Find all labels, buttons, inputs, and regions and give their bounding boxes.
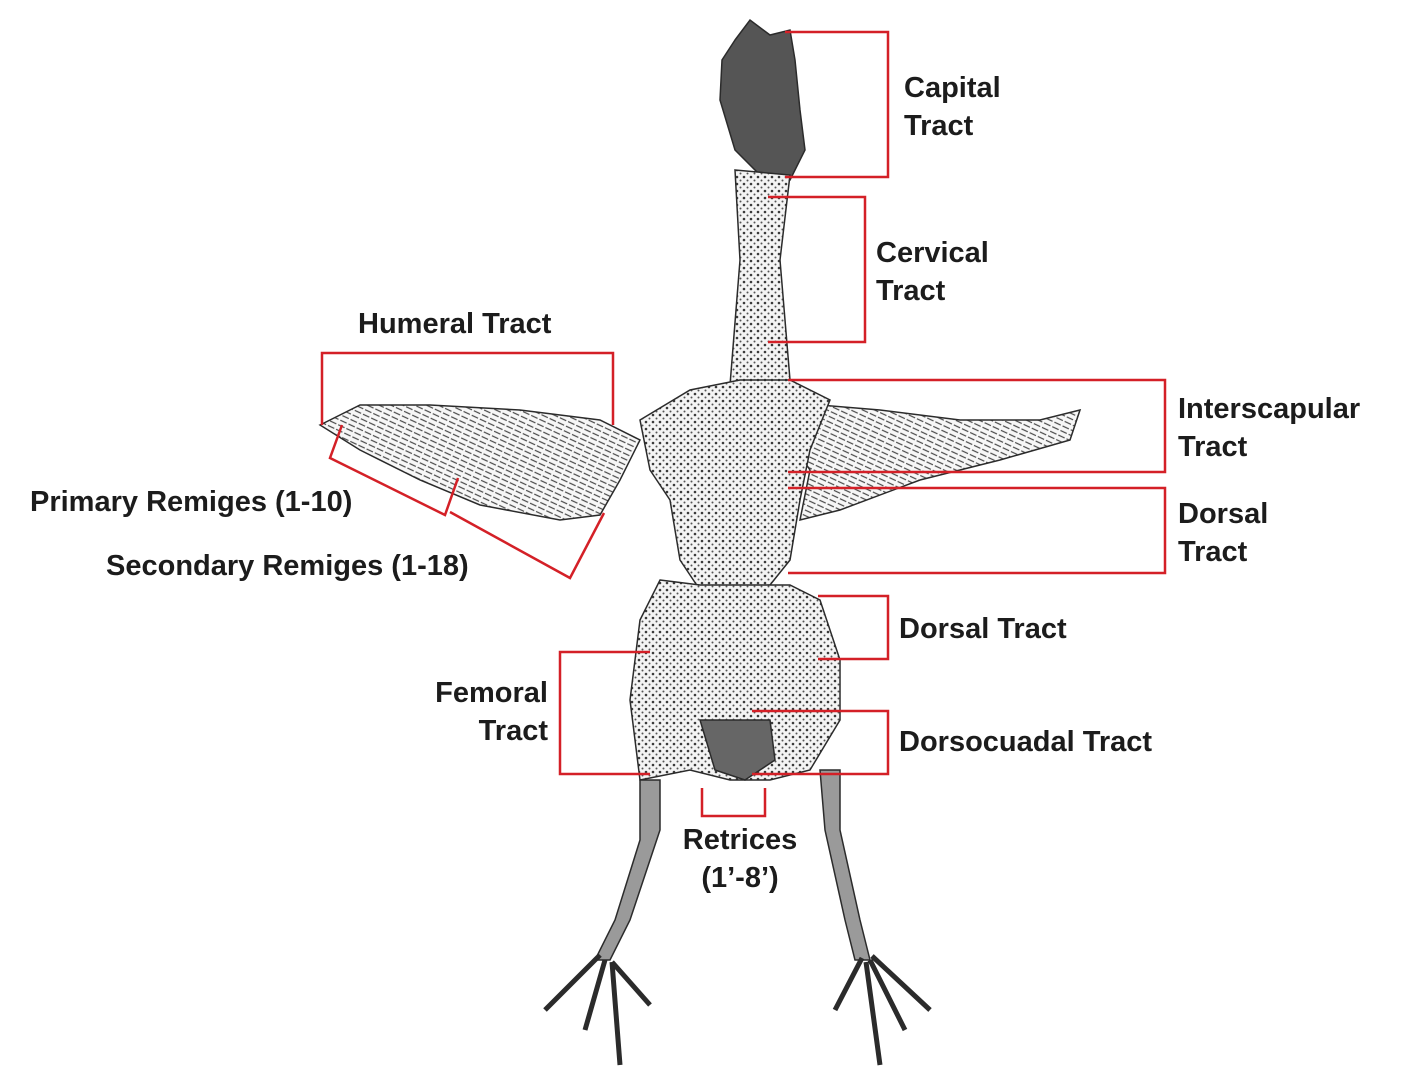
femoral-line-2: Tract	[424, 712, 548, 750]
interscapular-line-1: Interscapular	[1178, 390, 1360, 428]
left-wing	[320, 405, 640, 520]
right-wing	[790, 405, 1080, 520]
left-leg	[595, 780, 660, 960]
left-foot	[545, 955, 650, 1065]
retrices-line-1: Retrices	[670, 821, 810, 859]
capital-line-2: Tract	[904, 107, 1001, 145]
capital-tract-label: Capital Tract	[904, 69, 1001, 145]
femoral-tract-label: Femoral Tract	[424, 674, 548, 750]
secondary-remiges-label: Secondary Remiges (1-18)	[106, 547, 469, 585]
dorsal-upper-tract-label: Dorsal Tract	[1178, 495, 1268, 571]
neck	[730, 170, 790, 390]
bird-illustration	[320, 20, 1080, 1065]
capital-line-1: Capital	[904, 69, 1001, 107]
cervical-tract-label: Cervical Tract	[876, 234, 989, 310]
interscapular-line-2: Tract	[1178, 428, 1360, 466]
head	[720, 20, 805, 180]
back	[640, 380, 830, 590]
right-foot	[835, 956, 930, 1065]
humeral-tract-label: Humeral Tract	[358, 305, 551, 343]
cervical-line-1: Cervical	[876, 234, 989, 272]
right-leg	[820, 770, 870, 960]
interscapular-tract-label: Interscapular Tract	[1178, 390, 1360, 466]
retrices-label: Retrices (1’-8’)	[670, 821, 810, 897]
dorsal-upper-line-2: Tract	[1178, 533, 1268, 571]
dorsal-upper-line-1: Dorsal	[1178, 495, 1268, 533]
primary-remiges-label: Primary Remiges (1-10)	[30, 483, 352, 521]
dorsal-lower-tract-label: Dorsal Tract	[899, 610, 1067, 648]
secondary-remiges-bracket	[450, 512, 604, 578]
cervical-line-2: Tract	[876, 272, 989, 310]
dorsocaudal-tract-label: Dorsocuadal Tract	[899, 723, 1152, 761]
femoral-line-1: Femoral	[424, 674, 548, 712]
retrices-bracket	[702, 788, 765, 816]
retrices-line-2: (1’-8’)	[670, 859, 810, 897]
